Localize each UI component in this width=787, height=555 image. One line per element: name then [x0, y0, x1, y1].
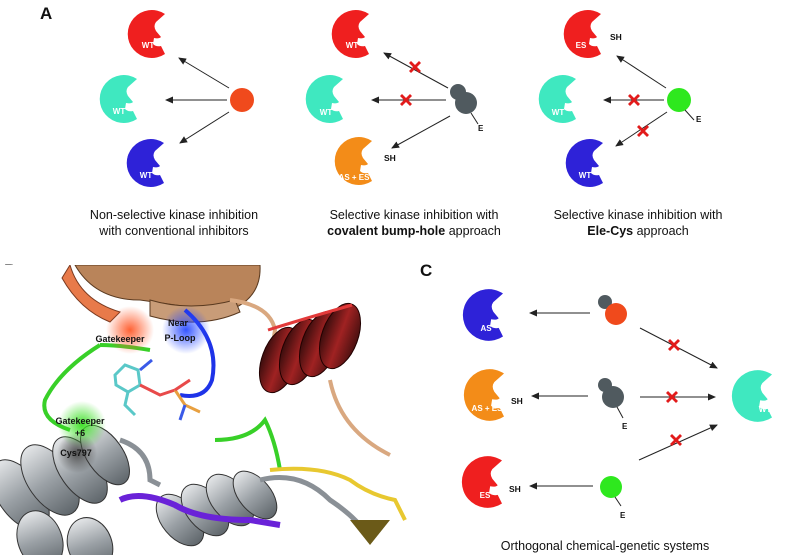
near-ploop-label-2: P-Loop	[165, 333, 196, 343]
kinase-label: WT	[579, 171, 592, 180]
kinase-label: ES	[480, 491, 491, 500]
electrophile-inhibitor	[600, 476, 622, 498]
caption-line: Selective kinase inhibition with	[330, 208, 499, 222]
kinase-wt-teal	[731, 370, 772, 422]
blocked-x-icon	[409, 61, 421, 73]
electrophile-inhibitor	[667, 88, 691, 112]
covalent-bumped-inhibitor	[602, 386, 624, 408]
caption-line-2: covalent bump-hole approach	[327, 224, 501, 238]
thiol-label: SH	[384, 153, 396, 163]
group-nonselective: WT WT WT Non-selective kinase inhibition…	[90, 10, 258, 238]
gatekeeper-glow	[106, 306, 154, 354]
kinase-label: WT	[142, 41, 155, 50]
thiol-label: SH	[610, 32, 622, 42]
kinase-label: WT	[320, 108, 333, 117]
electrophile-bond	[470, 112, 479, 125]
kinase-structure-render: Gatekeeper Near P-Loop Gatekeeper +6 Cys…	[0, 265, 412, 555]
gatekeeper6-label-1: Gatekeeper	[55, 416, 105, 426]
kinase-label: AS + ES	[472, 404, 504, 413]
kinase-es-red	[461, 456, 502, 508]
electrophile-bond	[684, 109, 695, 121]
kinase-as-es-orange	[463, 369, 504, 421]
orthogonal-systems: AS AS + ES SH ES SH E E WT Orthogonal ch…	[461, 289, 772, 553]
cys797-label: Cys797	[60, 448, 92, 458]
electrophile-label: E	[620, 511, 626, 520]
kinase-label: ES	[576, 41, 587, 50]
caption-line: Non-selective kinase inhibition	[90, 208, 258, 222]
panel-c-caption: Orthogonal chemical-genetic systems	[501, 539, 709, 553]
conventional-inhibitor	[230, 88, 254, 112]
arrow	[383, 52, 449, 89]
arrow	[179, 111, 230, 144]
covalent-bumped-inhibitor	[455, 92, 477, 114]
arrow	[616, 55, 667, 89]
kinase-label: WT	[140, 171, 153, 180]
kinase-es-red	[563, 10, 601, 58]
blocked-x-icon	[668, 339, 680, 351]
kinase-label: WT	[346, 41, 359, 50]
kinase-wt-red	[127, 10, 165, 58]
kinase-label: AS + ES	[339, 173, 371, 182]
electrophile-label: E	[696, 115, 702, 124]
near-ploop-label-1: Near	[168, 318, 189, 328]
c-helix	[258, 302, 362, 394]
electrophile-bond	[614, 496, 622, 507]
caption-line: with conventional inhibitors	[98, 224, 248, 238]
panel-c-letter: C	[420, 261, 432, 280]
bump-group	[598, 295, 612, 309]
blocked-x-icon	[670, 434, 682, 446]
electrophile-label: E	[622, 422, 628, 431]
electrophile-bond	[616, 406, 624, 419]
panel-a-letter: A	[40, 4, 52, 23]
bumped-inhibitor	[605, 303, 627, 325]
inhibitor-sticks	[113, 358, 201, 421]
group-covalent-bump-hole: WT WT AS + ES SH E Selective kinase inhi…	[305, 10, 501, 238]
gatekeeper-label: Gatekeeper	[95, 334, 145, 344]
caption-line-2: Ele-Cys approach	[587, 224, 689, 238]
group-ele-cys: ES SH WT WT E Selective kinase inhibitio…	[538, 10, 723, 238]
thiol-label: SH	[509, 484, 521, 494]
kinase-label: WT	[759, 405, 772, 414]
arrow	[391, 115, 451, 149]
kinase-label: WT	[113, 107, 126, 116]
thiol-label: SH	[511, 396, 523, 406]
gatekeeper6-label-2: +6	[75, 428, 85, 438]
cys797-glow	[57, 433, 97, 473]
electrophile-label: E	[478, 124, 484, 133]
arrow	[178, 57, 230, 89]
kinase-label: WT	[552, 108, 565, 117]
near-ploop-glow	[162, 306, 210, 354]
kinase-wt-red	[331, 10, 369, 58]
caption-line: Selective kinase inhibition with	[554, 208, 723, 222]
kinase-label: AS	[480, 324, 492, 333]
kinase-as-blue	[462, 289, 503, 341]
